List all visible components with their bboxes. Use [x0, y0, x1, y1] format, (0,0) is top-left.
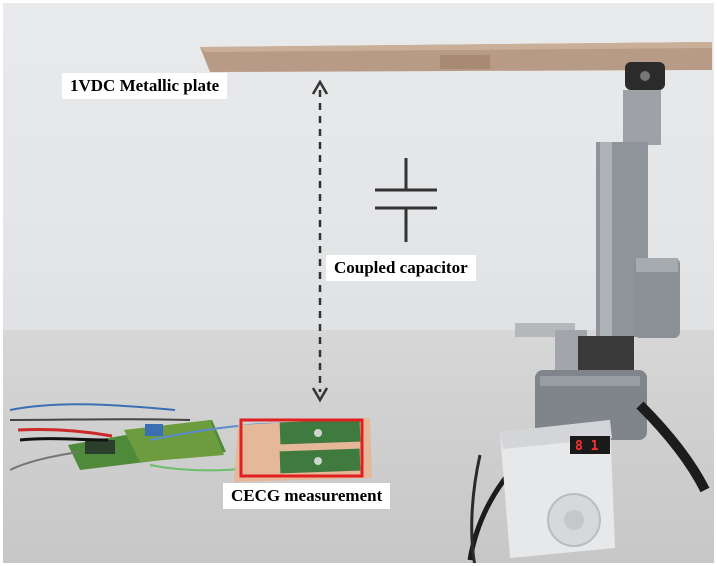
capacitor-label: Coupled capacitor — [326, 255, 476, 281]
measurement-highlight-box — [239, 418, 364, 478]
capacitor-symbol — [375, 158, 437, 242]
arrow-head-top — [311, 79, 329, 95]
measurement-label: CECG measurement — [223, 483, 391, 509]
controller-display — [570, 436, 610, 454]
actuator-rod — [623, 90, 661, 145]
dip-switch — [145, 424, 163, 436]
arrow-head-bottom — [311, 387, 329, 403]
actuator-base — [535, 370, 647, 440]
controller-display-digits: 8 1 — [575, 439, 599, 454]
plate-label: 1VDC Metallic plate — [62, 73, 228, 99]
sensor-pcb — [124, 420, 224, 462]
actuator-motor — [634, 258, 680, 338]
